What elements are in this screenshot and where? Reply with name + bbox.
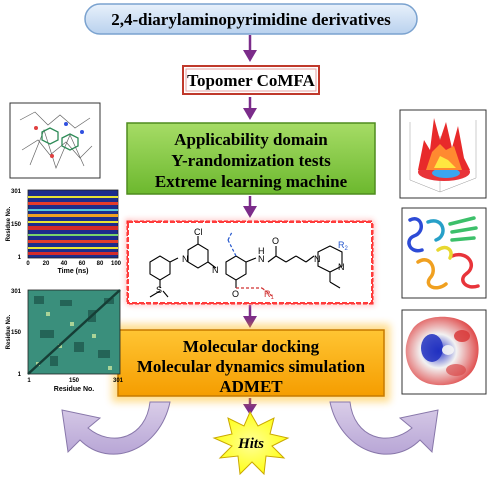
simulation-line-3: ADMET <box>219 377 283 396</box>
simulation-line-2: Molecular dynamics simulation <box>137 357 366 376</box>
atom-s: S <box>156 285 162 295</box>
plot2-xlabel: Residue No. <box>54 386 95 393</box>
ligand-complex-image <box>9 102 101 179</box>
hits-burst: Hits <box>212 410 290 476</box>
validation-box: Applicability domain Y-randomization tes… <box>126 122 376 195</box>
atom-cl: Cl <box>194 227 203 237</box>
atom-n-1: N <box>182 254 189 264</box>
piperazine-ring <box>317 245 343 273</box>
plot2-ytick-top: 301 <box>11 289 22 295</box>
plot2-xtick: 150 <box>69 378 80 384</box>
validation-line-2: Y-randomization tests <box>171 151 331 170</box>
phenyl-ring-left <box>149 255 171 281</box>
plot1-ytick-mid: 150 <box>11 222 22 228</box>
validation-line-3: Extreme learning machine <box>155 172 348 191</box>
plot1-ytick-bottom: 1 <box>18 255 22 261</box>
method-label: Topomer CoMFA <box>187 71 315 90</box>
atom-n-3: N <box>258 254 265 264</box>
simulation-box: Molecular docking Molecular dynamics sim… <box>112 324 390 402</box>
atom-o-2: O <box>232 289 239 299</box>
plot1-xtick: 60 <box>79 261 86 267</box>
compound-class-box: 2,4-diarylaminopyrimidine derivatives <box>84 3 418 35</box>
arrow-head <box>243 404 257 415</box>
r2-label: R2 <box>338 240 349 252</box>
atom-n-2: N <box>212 265 219 275</box>
method-box: Topomer CoMFA <box>182 65 320 95</box>
plot1-xtick: 20 <box>43 261 50 267</box>
r1-label: R1 <box>264 289 275 301</box>
surface-3d-plot <box>399 109 487 199</box>
plot2-ytick-mid: 150 <box>11 330 22 336</box>
left-curved-arrow <box>61 401 171 455</box>
molecule-structure <box>149 236 343 298</box>
arrow-head <box>243 50 257 62</box>
atom-o-1: O <box>272 236 279 246</box>
plot1-xtick: 40 <box>61 261 68 267</box>
plot2-ytick-bottom: 1 <box>18 372 22 378</box>
right-curved-arrow <box>329 401 439 455</box>
plot1-xlabel: Time (ns) <box>58 268 89 275</box>
contact-map-plot: 301 150 1 Residue No. 1 150 301 Residue … <box>6 289 124 393</box>
structure-box: Cl S N N N O O N N H R1 R2 <box>126 220 374 305</box>
plot2-xtick: 301 <box>113 378 124 384</box>
plot1-ylabel: Residue No. <box>6 206 12 241</box>
protein-ribbon-image <box>401 207 487 299</box>
plot1-xtick: 0 <box>26 261 30 267</box>
electrostatic-surface-image <box>401 309 487 395</box>
atom-n-5: N <box>338 262 345 272</box>
arrow-head <box>243 206 257 218</box>
binding-annotation <box>227 231 237 257</box>
compound-class-label: 2,4-diarylaminopyrimidine derivatives <box>111 10 391 29</box>
atom-n-4: N <box>314 254 321 264</box>
plot1-xtick: 100 <box>111 261 122 267</box>
substituent-annotation <box>236 287 273 297</box>
simulation-line-1: Molecular docking <box>183 337 320 356</box>
arrow-head <box>243 316 257 328</box>
plot1-ytick-top: 301 <box>11 189 22 195</box>
arrow-head <box>243 108 257 120</box>
timeline-stripes <box>28 196 118 255</box>
validation-line-1: Applicability domain <box>174 130 328 149</box>
plot2-ylabel: Residue No. <box>6 314 12 349</box>
plot1-xtick: 80 <box>97 261 104 267</box>
residue-time-plot: 301 150 1 Residue No. 0 20 40 60 80 100 … <box>6 189 122 275</box>
hits-label: Hits <box>237 436 264 452</box>
plot2-xtick: 1 <box>27 378 31 384</box>
atom-h: H <box>258 246 265 256</box>
